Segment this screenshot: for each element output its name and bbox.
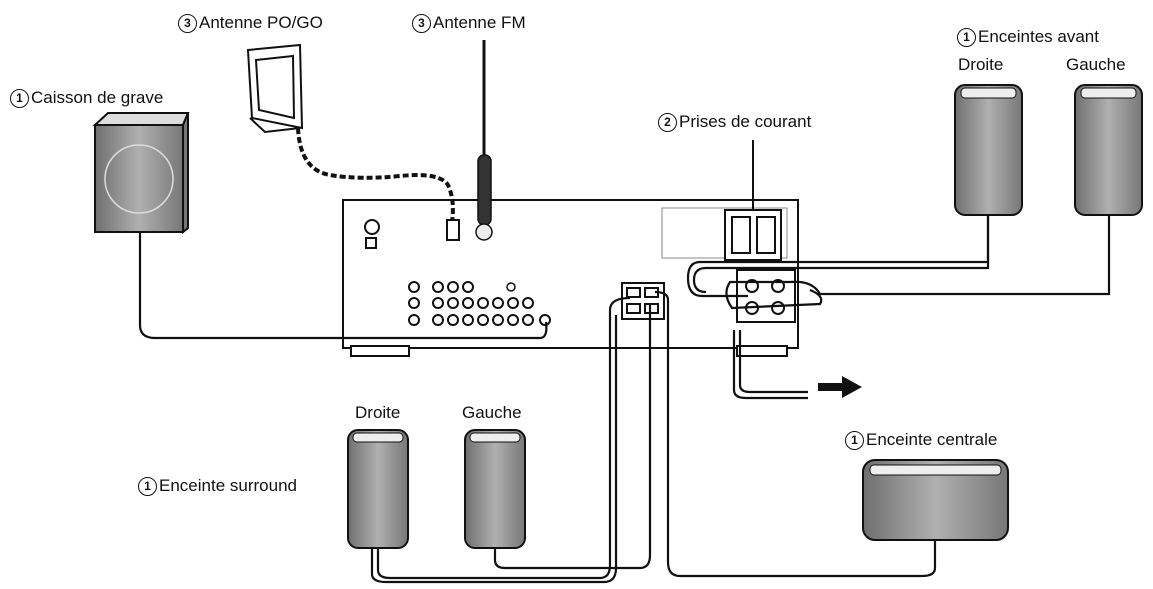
surround-right-label: Droite — [355, 403, 401, 422]
subwoofer-speaker — [92, 112, 190, 235]
front-speaker-left — [1074, 84, 1143, 216]
ac-outlet-panel — [724, 140, 782, 261]
am-loop-antenna — [246, 43, 460, 241]
surround-left-label: Gauche — [462, 403, 522, 422]
fm-antenna — [475, 40, 493, 241]
center-speaker — [862, 459, 1009, 541]
front-speaker-right — [954, 84, 1023, 216]
front-left-label: Gauche — [1066, 55, 1126, 74]
surround-speaker-left — [464, 429, 526, 549]
surround-speaker-right — [347, 429, 409, 549]
arrow-icon — [818, 376, 862, 398]
speaker-cables — [138, 215, 1111, 584]
front-right-label: Droite — [958, 55, 1004, 74]
rca-jacks — [408, 281, 551, 326]
